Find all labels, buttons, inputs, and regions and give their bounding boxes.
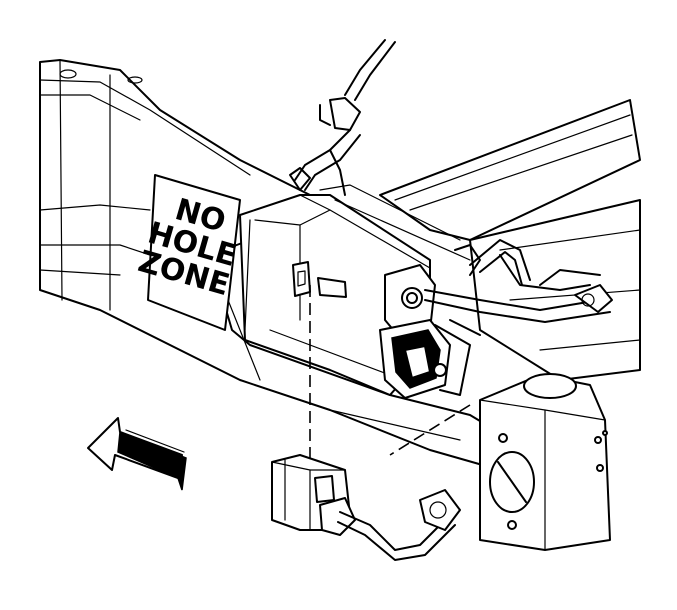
upper-hoses [289, 39, 396, 196]
mounting-bracket [479, 373, 611, 551]
leader-lines [309, 285, 471, 458]
vent-solenoid [379, 319, 481, 399]
right-hoses [424, 239, 613, 323]
no-hole-zone-plate: NO HOLE ZONE [134, 174, 241, 331]
direction-arrow-icon [87, 417, 187, 491]
vent-valve-component [271, 454, 461, 561]
